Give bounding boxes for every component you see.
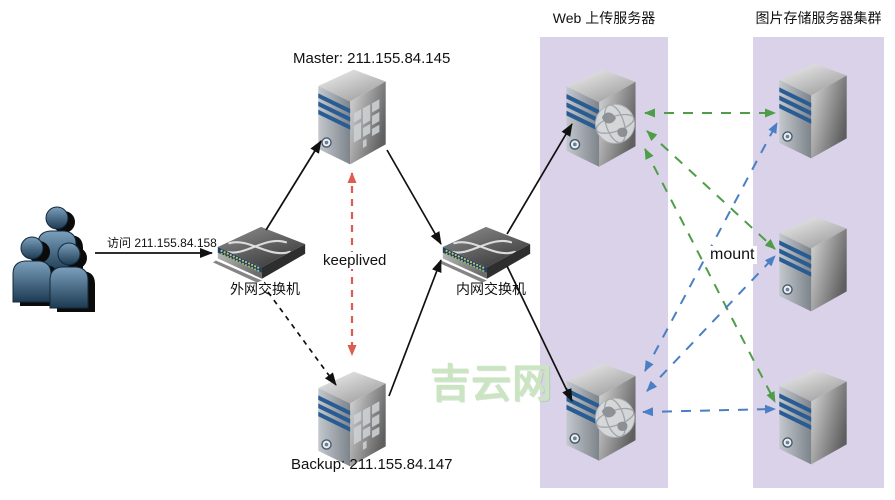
edge-master-to-internal-switch bbox=[386, 149, 442, 245]
internal-switch-icon bbox=[438, 224, 534, 284]
watermark-text: 吉云网 bbox=[430, 362, 553, 406]
web-upload-server-2-icon bbox=[559, 360, 643, 465]
internal-switch-label: 内网交换机 bbox=[456, 281, 526, 297]
storage-server-1-icon bbox=[772, 60, 854, 162]
backup-server-icon bbox=[311, 368, 393, 470]
users-icon bbox=[5, 206, 105, 324]
master-server-icon bbox=[311, 66, 393, 168]
external-switch-label: 外网交换机 bbox=[230, 281, 300, 297]
web-upload-server-1-icon bbox=[559, 66, 643, 171]
web-upload-group-title: Web 上传服务器 bbox=[552, 10, 656, 26]
master-server-label: Master: 211.155.84.145 bbox=[293, 50, 451, 67]
backup-server-label: Backup: 211.155.84.147 bbox=[291, 456, 453, 473]
storage-server-2-icon bbox=[772, 213, 854, 315]
storage-server-3-icon bbox=[772, 366, 854, 468]
keepalived-label: keeplived bbox=[320, 252, 390, 269]
access-ip-label: 访问 211.155.84.158 bbox=[107, 236, 217, 250]
external-switch-icon bbox=[213, 224, 309, 284]
storage-group-title: 图片存储服务器集群 bbox=[755, 10, 882, 26]
mount-label: mount bbox=[707, 246, 758, 264]
